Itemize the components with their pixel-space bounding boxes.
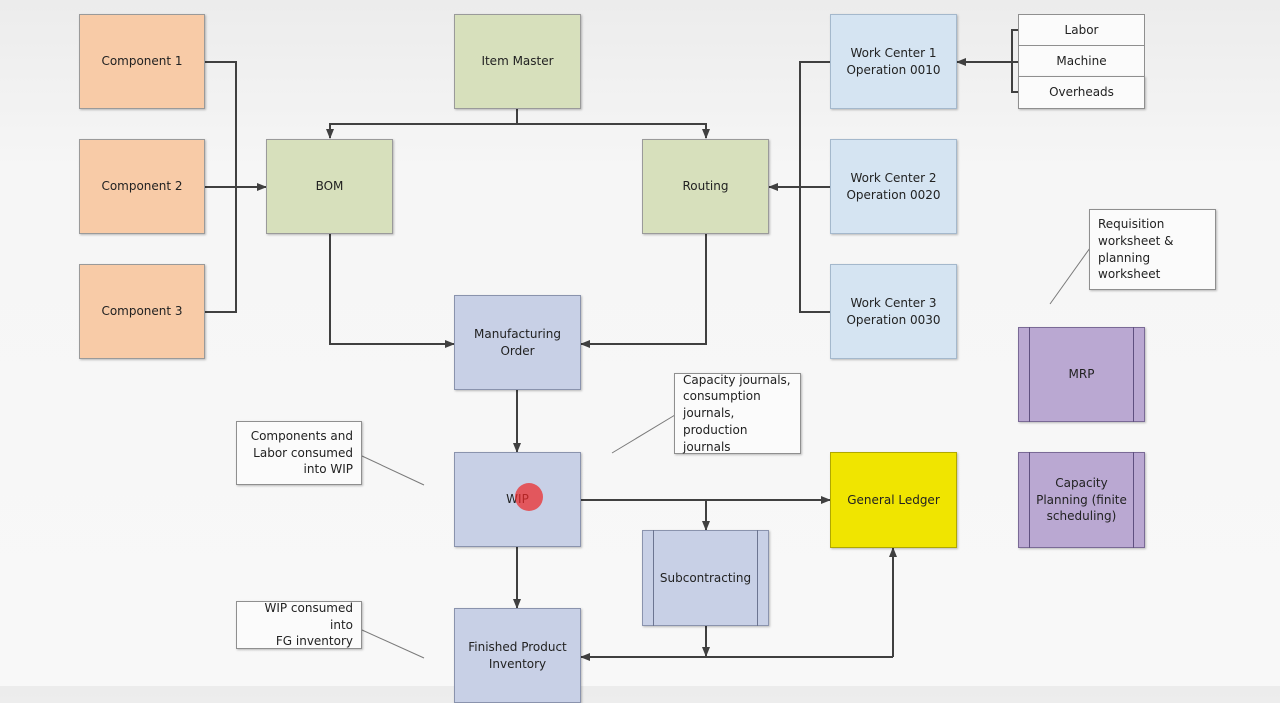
components-labor-note: Components and Labor consumed into WIP	[236, 421, 362, 485]
subcontracting-right-bar	[746, 530, 758, 626]
subcontracting-box: Subcontracting	[642, 530, 769, 626]
component-2-box: Component 2	[79, 139, 205, 234]
mouse-cursor-highlight	[515, 483, 543, 511]
diagram-canvas: Component 1 Component 2 Component 3 Item…	[79, 14, 1216, 703]
mrp-box: MRP	[1018, 327, 1145, 422]
mrp-left-bar	[1029, 327, 1041, 422]
routing-box: Routing	[642, 139, 769, 234]
journals-note: Capacity journals, consumption journals,…	[674, 373, 801, 454]
labor-label: Labor	[1064, 22, 1099, 37]
work-center-3-box: Work Center 3 Operation 0030	[830, 264, 957, 359]
requisition-note: Requisition worksheet & planning workshe…	[1089, 209, 1216, 290]
component-2-label: Component 2	[101, 179, 183, 194]
capacity-planning-right-bar	[1122, 452, 1134, 548]
manufacturing-order-label: Manufacturing Order	[474, 326, 561, 358]
bom-box: BOM	[266, 139, 393, 234]
connector-item-master-split	[326, 108, 518, 139]
callout-line-wip-consumed	[361, 629, 425, 659]
journals-note-text: Capacity journals, consumption journals,…	[683, 372, 791, 454]
connector-item-master-routing	[517, 123, 710, 139]
work-center-2-box: Work Center 2 Operation 0020	[830, 139, 957, 234]
callout-line-requisition	[1049, 247, 1091, 305]
wip-consumed-note: WIP consumed into FG inventory	[236, 601, 362, 649]
requisition-note-text: Requisition worksheet & planning workshe…	[1098, 216, 1174, 282]
components-labor-note-text: Components and Labor consumed into WIP	[250, 428, 353, 477]
callout-line-journals	[611, 414, 676, 454]
subcontracting-left-bar	[653, 530, 665, 626]
manufacturing-order-box: Manufacturing Order	[454, 295, 581, 390]
mrp-label: MRP	[1068, 367, 1095, 382]
overheads-label: Overheads	[1049, 85, 1114, 100]
general-ledger-box: General Ledger	[830, 452, 957, 548]
component-1-label: Component 1	[101, 54, 183, 69]
component-3-box: Component 3	[79, 264, 205, 359]
work-center-2-label: Work Center 2 Operation 0020	[846, 170, 941, 202]
capacity-planning-label: Capacity Planning (finite scheduling)	[1036, 475, 1127, 524]
item-master-label: Item Master	[481, 54, 554, 69]
component-1-box: Component 1	[79, 14, 205, 109]
general-ledger-label: General Ledger	[847, 492, 940, 507]
item-master-box: Item Master	[454, 14, 581, 109]
capacity-planning-left-bar	[1029, 452, 1041, 548]
finished-product-inventory-box: Finished Product Inventory	[454, 608, 581, 703]
machine-box: Machine	[1018, 45, 1145, 77]
routing-label: Routing	[682, 179, 729, 194]
subcontracting-label: Subcontracting	[659, 570, 752, 585]
connector-routing-mo	[580, 234, 707, 348]
callout-line-components-labor	[361, 455, 425, 486]
machine-label: Machine	[1056, 53, 1107, 68]
work-center-3-label: Work Center 3 Operation 0030	[846, 295, 941, 327]
finished-product-inventory-label: Finished Product Inventory	[468, 639, 567, 671]
connector-bom-mo	[329, 234, 455, 348]
work-center-1-label: Work Center 1 Operation 0010	[846, 45, 941, 77]
mrp-right-bar	[1122, 327, 1134, 422]
work-center-1-box: Work Center 1 Operation 0010	[830, 14, 957, 109]
labor-box: Labor	[1018, 14, 1145, 46]
capacity-planning-box: Capacity Planning (finite scheduling)	[1018, 452, 1145, 548]
connector-layer	[205, 29, 1091, 661]
bom-label: BOM	[315, 179, 344, 194]
wip-consumed-note-text: WIP consumed into FG inventory	[264, 600, 353, 649]
overheads-box: Overheads	[1018, 76, 1145, 109]
component-3-label: Component 3	[101, 304, 183, 319]
